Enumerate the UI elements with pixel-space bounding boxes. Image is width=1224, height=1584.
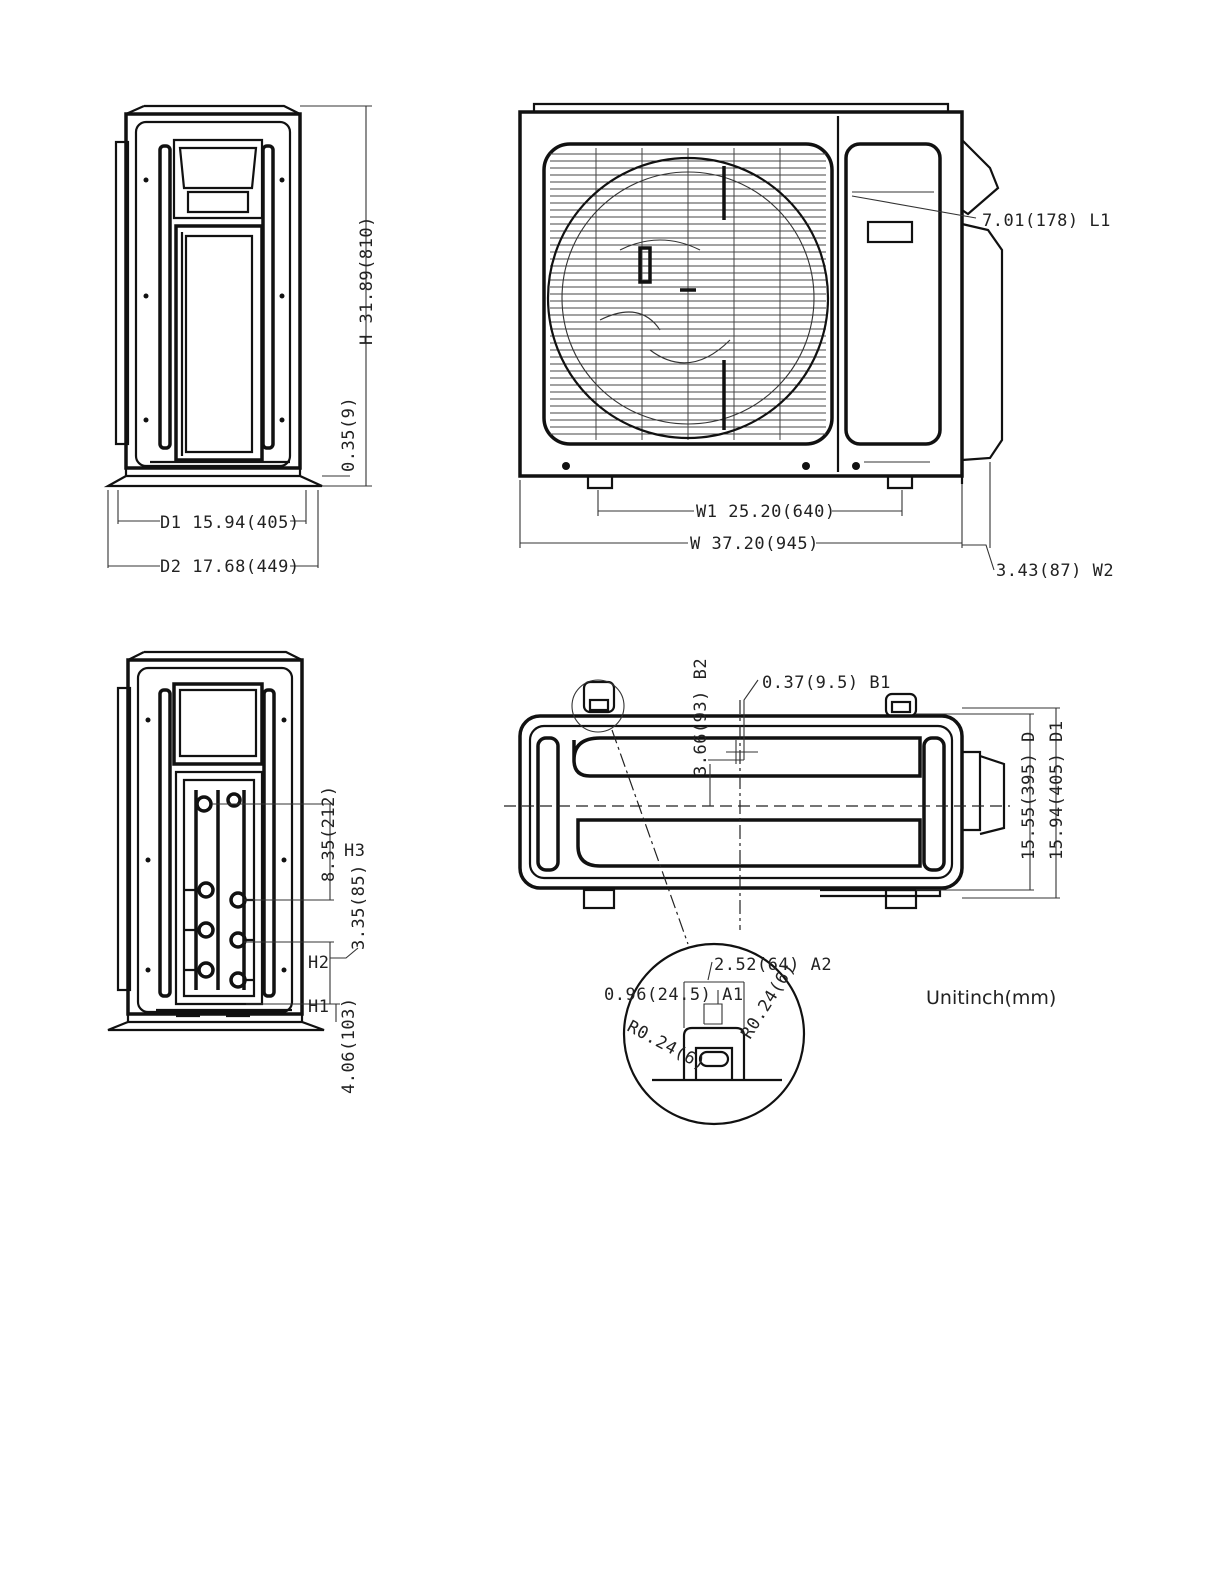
d1-dimension: 15.94(405) D1: [1047, 720, 1067, 860]
b2-dimension: 3.66(93) B2: [691, 658, 711, 776]
a1-dimension: 0.96(24.5) A1: [604, 985, 744, 1005]
height-dimension: H 31.89(810): [357, 216, 377, 345]
h3-label: H3: [344, 841, 365, 861]
bottom-view: [504, 680, 1060, 944]
w-dimension: W 37.20(945): [690, 534, 819, 554]
h2-value-dimension: 3.35(85): [349, 864, 369, 950]
a2-dimension: 2.52(64) A2: [714, 955, 832, 975]
h2-label: H2: [308, 953, 329, 973]
l1-dimension: 7.01(178) L1: [982, 211, 1111, 231]
radius-left-dimension: R0.24(6): [624, 1017, 709, 1075]
b1-dimension: 0.37(9.5) B1: [762, 673, 891, 693]
unit-note: Unitinch(mm): [926, 987, 1056, 1009]
grille-bars: [550, 148, 826, 440]
h3-value-dimension: 8.35(212): [319, 785, 339, 882]
h1-label: H1: [308, 997, 329, 1017]
depth-d2-dimension: D2 17.68(449): [160, 557, 300, 577]
w1-dimension: W1 25.20(640): [696, 502, 836, 522]
h1-value-dimension: 4.06(103): [339, 997, 359, 1094]
foot-gap-dimension: 0.35(9): [339, 397, 359, 472]
front-view: [520, 104, 1002, 570]
side-view: [108, 106, 372, 568]
d-dimension: 15.55(395) D: [1019, 731, 1039, 860]
fan-grille: [550, 148, 826, 440]
depth-d1-dimension: D1 15.94(405): [160, 513, 300, 533]
w2-dimension: 3.43(87) W2: [996, 561, 1114, 581]
